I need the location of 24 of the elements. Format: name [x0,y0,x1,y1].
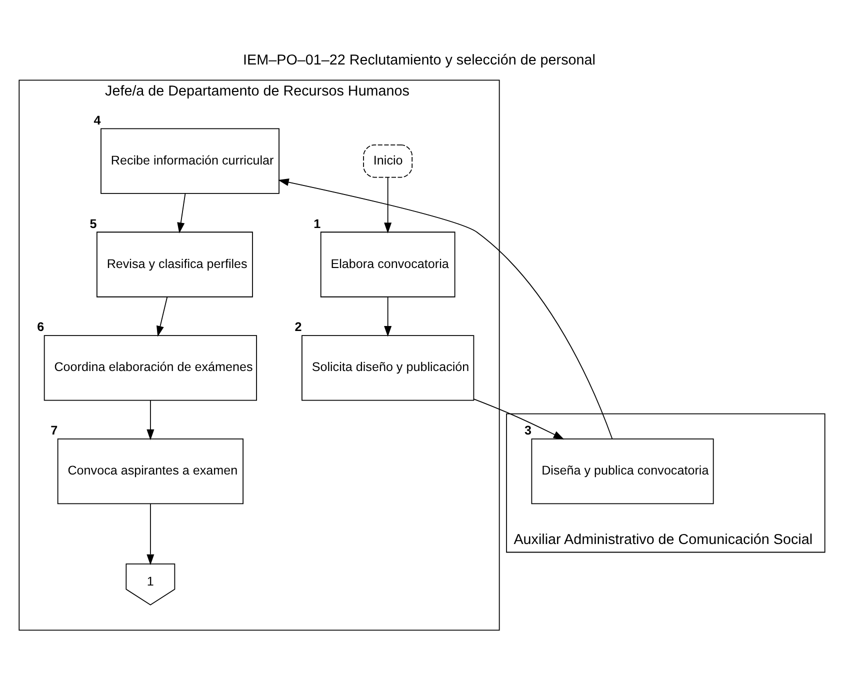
node-label: 3 [524,424,532,438]
node-box: Solicita diseño y publicación [302,335,474,401]
node-box: Elabora convocatoria [320,232,456,298]
node-box: Coordina elaboración de exámenes [44,335,257,401]
node-box: Diseña y publica convocatoria [531,438,714,504]
arrow [146,503,154,566]
arrow [146,400,154,440]
diagram-title: IEM–PO–01–22 Reclutamiento y selección de personal [243,52,596,69]
node-label: 6 [37,320,44,334]
node-label: 4 [94,113,101,128]
arrow [384,176,392,234]
node-box: Inicio [363,144,413,178]
node-box: Convoca aspirantes a examen [57,438,244,504]
arrow [473,398,564,440]
node-label: 5 [90,216,97,231]
node-box: Recibe información curricular [100,128,280,194]
node-label: 7 [50,424,58,438]
arrow [156,296,168,337]
node-label: 2 [294,320,302,334]
node-label: 1 [314,216,321,231]
arrow [278,178,613,440]
node-box: Revisa y clasifica perfiles [96,232,253,298]
arrow [384,296,392,337]
arrow [177,193,186,234]
